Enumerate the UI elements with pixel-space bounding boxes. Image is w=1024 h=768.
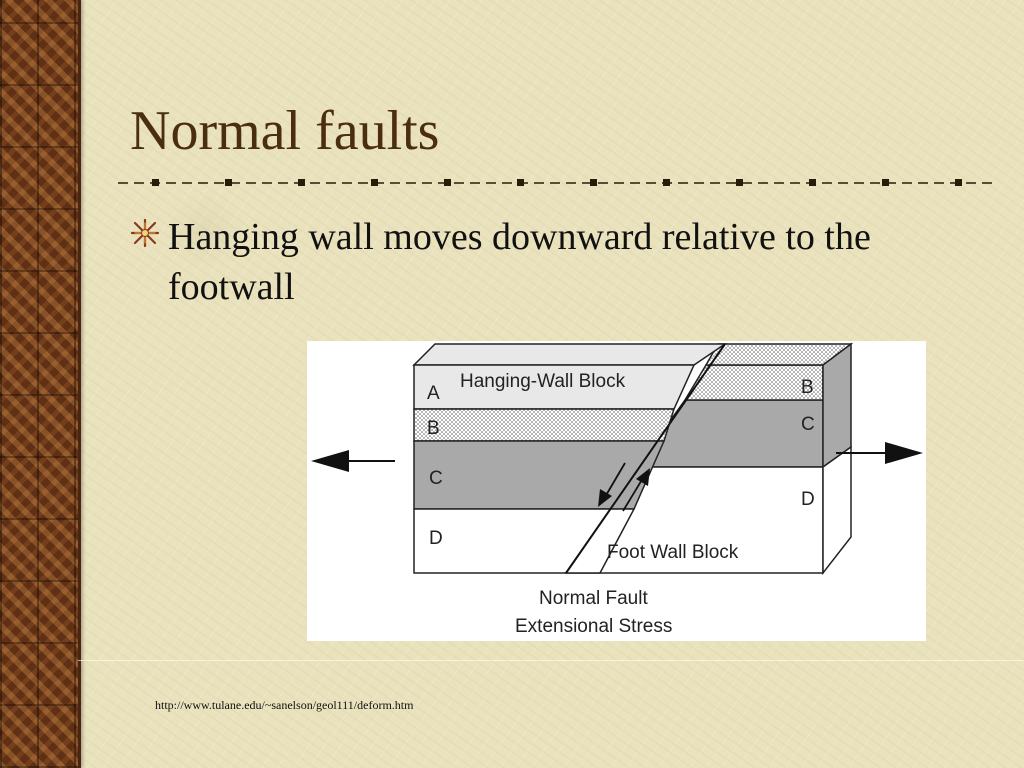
- footer-divider: [78, 660, 1024, 661]
- caption-line-2: Extensional Stress: [515, 616, 672, 637]
- fault-arrow-up-icon: [622, 468, 650, 512]
- star-burst-icon: [130, 218, 160, 248]
- hanging-wall-label: Hanging-Wall Block: [460, 371, 626, 392]
- layer-label-a-left: A: [427, 383, 440, 404]
- bullet-text: Hanging wall moves downward relative to …: [168, 216, 871, 308]
- layer-label-b-right: B: [801, 377, 814, 398]
- title-divider: [118, 179, 992, 186]
- arrow-left-icon: [311, 450, 395, 472]
- layer-label-d-right: D: [801, 489, 815, 510]
- layer-label-b-left: B: [427, 418, 440, 439]
- layer-label-c-right: C: [801, 414, 815, 435]
- bullet-item: Hanging wall moves downward relative to …: [130, 212, 960, 312]
- caption-line-1: Normal Fault: [539, 588, 648, 609]
- layer-label-d-left: D: [429, 528, 443, 549]
- fault-arrow-down-icon: [598, 462, 626, 507]
- wood-border: [0, 0, 81, 768]
- slide-title: Normal faults: [130, 100, 440, 162]
- foot-wall-label: Foot Wall Block: [607, 542, 739, 563]
- normal-fault-diagram: Hanging-Wall Block A B C D B C D Foot Wa…: [307, 341, 926, 641]
- arrow-right-icon: [836, 442, 923, 464]
- fault-plane: [565, 343, 726, 574]
- layer-label-c-left: C: [429, 468, 443, 489]
- source-link[interactable]: http://www.tulane.edu/~sanelson/geol111/…: [155, 698, 414, 712]
